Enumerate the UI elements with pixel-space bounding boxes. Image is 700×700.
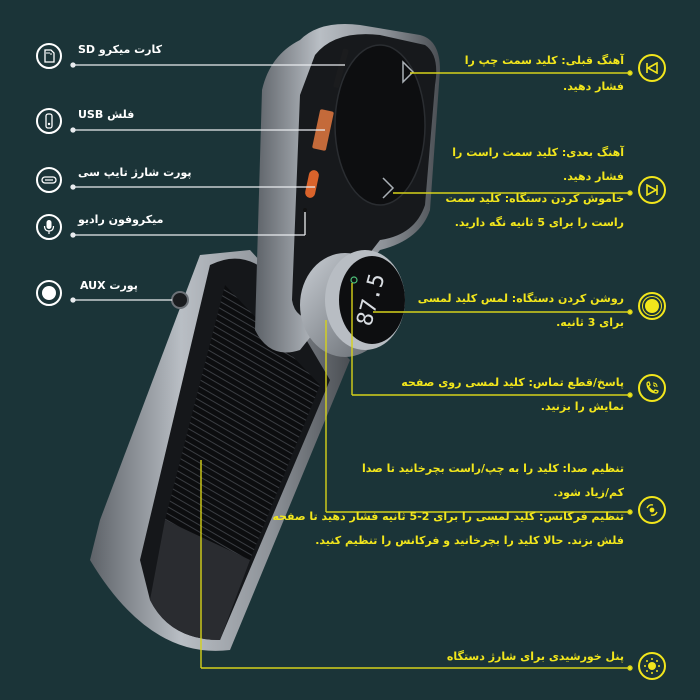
left-leader-lines [70, 62, 345, 303]
previous-track-icon [638, 54, 666, 82]
label-volume-and-frequency: تنظیم صدا: کلید را به چپ/راست بچرخانید ت… [272, 462, 624, 547]
label-next-track-and-power-off: آهنگ بعدی: کلید سمت راست را فشار دهید. خ… [445, 146, 624, 229]
label-micro-sd: کارت میکرو SD [78, 43, 163, 56]
label-usb-flash: فلش USB [78, 108, 135, 121]
mic-hole [303, 208, 307, 212]
next-track-icon [638, 176, 666, 204]
phone-call-icon [638, 374, 666, 402]
label-radio-microphone: میکروفون رادیو [78, 213, 164, 226]
usb-flash-icon [36, 108, 62, 134]
status-led [350, 276, 358, 284]
aux-port-icon [36, 280, 62, 306]
prev-button-glyph [402, 60, 415, 84]
label-aux-port: پورت AUX [80, 279, 138, 292]
label-type-c-port: پورت شارژ تایپ سی [78, 166, 192, 179]
label-answer-end-call: پاسخ/قطع تماس: کلید لمسی روی صفحه نمایش … [401, 376, 624, 413]
control-knob: 87.5 [300, 250, 405, 357]
sd-slot [333, 48, 349, 88]
power-touch-icon [638, 292, 666, 320]
main-body [255, 24, 440, 353]
sd-card-icon [36, 43, 62, 69]
label-solar-panel: پنل خورشیدی برای شارژ دستگاه [446, 650, 624, 663]
microphone-icon [36, 214, 62, 240]
label-previous-track: آهنگ قبلی: کلید سمت چپ را فشار دهید. [464, 54, 624, 93]
usb-c-port [305, 170, 319, 198]
next-button-glyph [382, 177, 395, 199]
usb-c-port-icon [36, 167, 62, 193]
label-power-on: روشن کردن دستگاه: لمس کلید لمسی برای 3 ث… [417, 292, 624, 329]
right-leader-lines [200, 70, 633, 671]
aux-jack [171, 291, 189, 309]
rotate-knob-icon [638, 496, 666, 524]
sun-solar-icon [638, 652, 666, 680]
